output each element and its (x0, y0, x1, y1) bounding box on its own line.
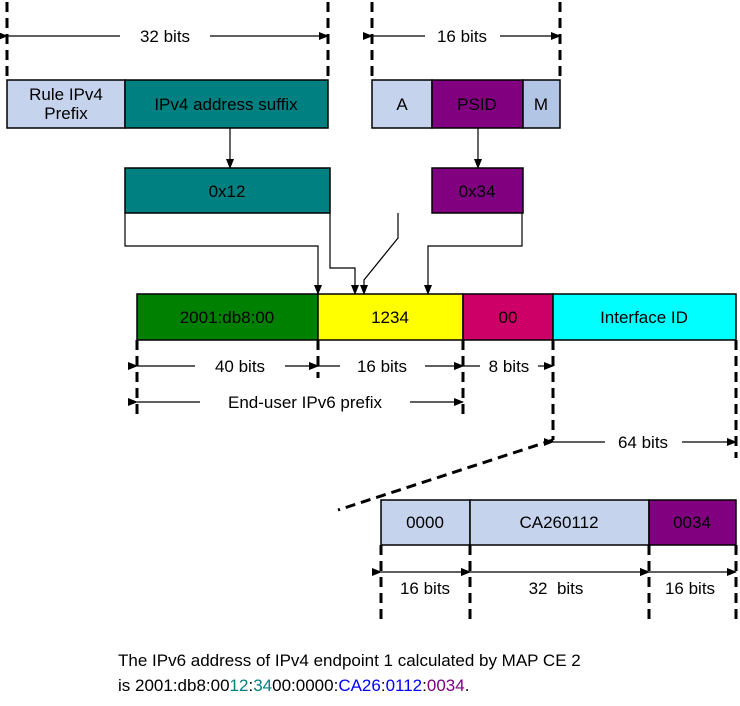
caption-psid-teal2: 34 (253, 676, 273, 695)
caption-mid: 00:0000: (272, 676, 339, 695)
m-field-box (522, 79, 561, 129)
interface-id-box (552, 293, 737, 341)
caption-psid-teal: 12 (229, 676, 249, 695)
rule-ipv4-prefix-line2: Prefix (44, 104, 88, 123)
ipv6-prefix-box (136, 293, 319, 341)
caption-colon2: : (380, 676, 386, 695)
iid-field1-box (380, 499, 471, 546)
ipv4-suffix-label: IPv4 address suffix (154, 95, 298, 114)
iid-field2-box (469, 499, 650, 546)
rule-ipv4-prefix-line1: Rule IPv4 (29, 85, 103, 104)
subnet-width-label: 8 bits (489, 357, 530, 376)
psid-label: PSID (457, 95, 497, 114)
iid-width-label: 64 bits (618, 433, 668, 452)
caption-line1: The IPv6 address of IPv4 endpoint 1 calc… (118, 651, 581, 670)
ipv6-subnet-label: 00 (499, 308, 518, 327)
caption-line2: is 2001:db8:0012:3400:0000:CA26:0112:003… (118, 673, 678, 698)
ipv6-ea-bits-label: 1234 (371, 308, 409, 327)
iid-w2-label: 32 bits (529, 579, 584, 598)
caption-0034: 0034 (426, 676, 465, 695)
caption: The IPv6 address of IPv4 endpoint 1 calc… (118, 648, 678, 698)
ipv6-subnet-box (462, 293, 554, 341)
m-field-label: M (534, 95, 548, 114)
caption-colon1: : (248, 676, 254, 695)
connector-arrows (124, 128, 523, 295)
iid-field1-label: 0000 (406, 513, 444, 532)
iid-field3-label: 0034 (673, 513, 711, 532)
caption-prefix: is 2001:db8:00 (118, 676, 230, 695)
suffix-value-label: 0x12 (209, 182, 246, 201)
psid-box (431, 79, 524, 129)
ipv6-ea-bits-box (317, 293, 464, 341)
iid-field2-label: CA260112 (519, 513, 598, 532)
label-bg (395, 578, 455, 600)
iid-w3-label: 16 bits (665, 579, 715, 598)
ipv6-prefix-label: 2001:db8:00 (180, 308, 275, 327)
caption-colon3: : (422, 676, 427, 695)
enduser-prefix-label: End-user IPv6 prefix (228, 393, 383, 412)
a-field-label: A (396, 95, 408, 114)
caption-ca26: CA26 (338, 676, 381, 695)
ipv4-suffix-box (124, 79, 329, 129)
width-arrows (0, 32, 737, 576)
a-field-box (371, 79, 433, 129)
psid-value-label: 0x34 (459, 182, 496, 201)
iid-w1-label: 16 bits (400, 579, 450, 598)
port-width-label: 16 bits (437, 27, 487, 46)
caption-0112: 0112 (385, 676, 423, 695)
iid-field3-box (648, 499, 737, 546)
ipv4-width-label: 32 bits (140, 27, 190, 46)
caption-dot: . (464, 676, 470, 695)
ea-width-label: 16 bits (357, 357, 407, 376)
prefix-width-label: 40 bits (215, 357, 265, 376)
suffix-value-box (124, 167, 331, 214)
psid-value-box (431, 167, 524, 214)
interface-id-label: Interface ID (600, 308, 688, 327)
